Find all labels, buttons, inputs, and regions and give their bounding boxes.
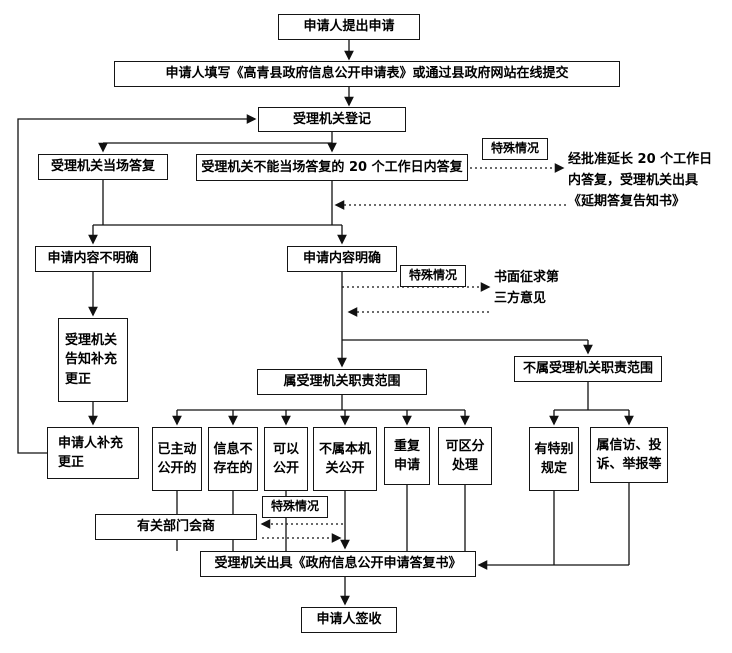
flow-node-special-provision: 有特别规定 — [529, 427, 579, 491]
flow-node-special-case-1: 特殊情况 — [482, 138, 548, 160]
flow-node-already-public: 已主动公开的 — [152, 427, 202, 491]
flow-node-extension: 经批准延长 20 个工作日内答复，受理机关出具《延期答复告知书》 — [568, 152, 713, 209]
flow-node-content-unclear: 申请内容不明确 — [35, 246, 151, 272]
flow-node-in-scope: 属受理机关职责范围 — [257, 369, 427, 395]
flow-node-apply: 申请人提出申请 — [278, 14, 420, 40]
flow-node-special-case-2: 特殊情况 — [400, 265, 466, 287]
flow-node-repeated-request: 重复申请 — [384, 427, 430, 485]
flow-node-info-not-exist: 信息不存在的 — [208, 427, 258, 491]
flow-node-onspot-reply: 受理机关当场答复 — [38, 154, 168, 180]
flow-node-third-party-opinion: 书面征求第三方意见 — [494, 270, 560, 306]
flow-node-fill-form: 申请人填写《高青县政府信息公开申请表》或通过县政府网站在线提交 — [114, 61, 620, 87]
flow-node-separable-handling: 可区分处理 — [438, 427, 492, 485]
flow-node-issue-reply: 受理机关出具《政府信息公开申请答复书》 — [200, 551, 476, 577]
flow-node-out-of-scope: 不属受理机关职责范围 — [514, 356, 662, 382]
flow-node-register: 受理机关登记 — [258, 107, 406, 132]
flow-node-notify-supplement: 受理机关告知补充更正 — [58, 318, 128, 402]
flow-node-can-disclose: 可以公开 — [264, 427, 308, 491]
flow-node-content-clear: 申请内容明确 — [287, 246, 397, 272]
flow-node-not-this-org: 不属本机关公开 — [313, 427, 377, 491]
flow-node-special-case-3: 特殊情况 — [262, 496, 328, 518]
flow-node-applicant-supplement: 申请人补充更正 — [47, 427, 139, 479]
connector-dotted-lines — [260, 163, 566, 543]
flow-node-petition-complaint: 属信访、投诉、举报等 — [590, 427, 668, 483]
flow-node-within-20-days: 受理机关不能当场答复的 20 个工作日内答复 — [196, 154, 468, 181]
connector-solid-lines — [17, 40, 634, 606]
flow-node-dept-consult: 有关部门会商 — [95, 514, 257, 540]
flow-node-sign-receipt: 申请人签收 — [301, 607, 397, 633]
